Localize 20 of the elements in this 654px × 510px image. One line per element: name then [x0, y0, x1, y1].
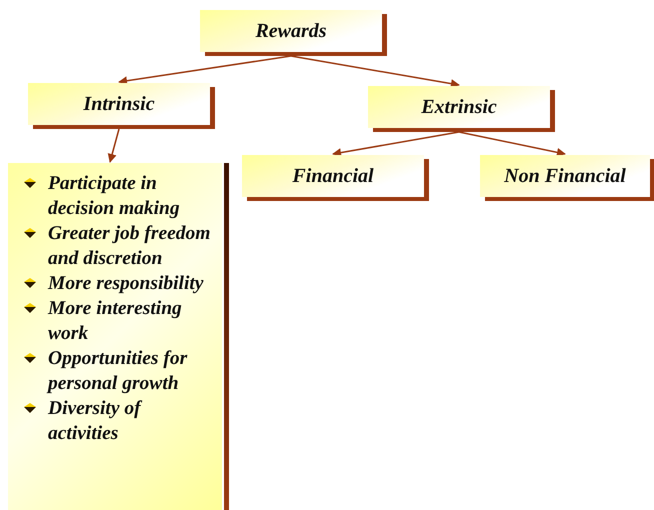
arrow: [290, 55, 460, 88]
arrow: [108, 128, 120, 163]
list-item: Opportunities for personal growth: [48, 347, 188, 396]
bullet-list-panel: [8, 163, 222, 510]
category-box: [368, 86, 550, 128]
list-item: Diversity of activities: [48, 397, 144, 446]
category-label: Rewards: [255, 20, 327, 42]
list-item: More responsibility: [48, 272, 204, 296]
list-item: More interesting work: [48, 297, 183, 346]
category-label: Intrinsic: [83, 92, 155, 116]
category-box: [28, 83, 210, 125]
category-box: [480, 155, 650, 197]
list-item: Participate in decision making: [48, 172, 181, 221]
category-box: [200, 10, 382, 52]
list-item: Greater job freedom and discretion: [48, 222, 212, 271]
category-label: Non Financial: [504, 164, 626, 188]
category-label: Extrinsic: [421, 96, 497, 118]
arrow: [458, 131, 566, 157]
category-box: [242, 155, 424, 197]
category-label: Financial: [292, 164, 374, 188]
